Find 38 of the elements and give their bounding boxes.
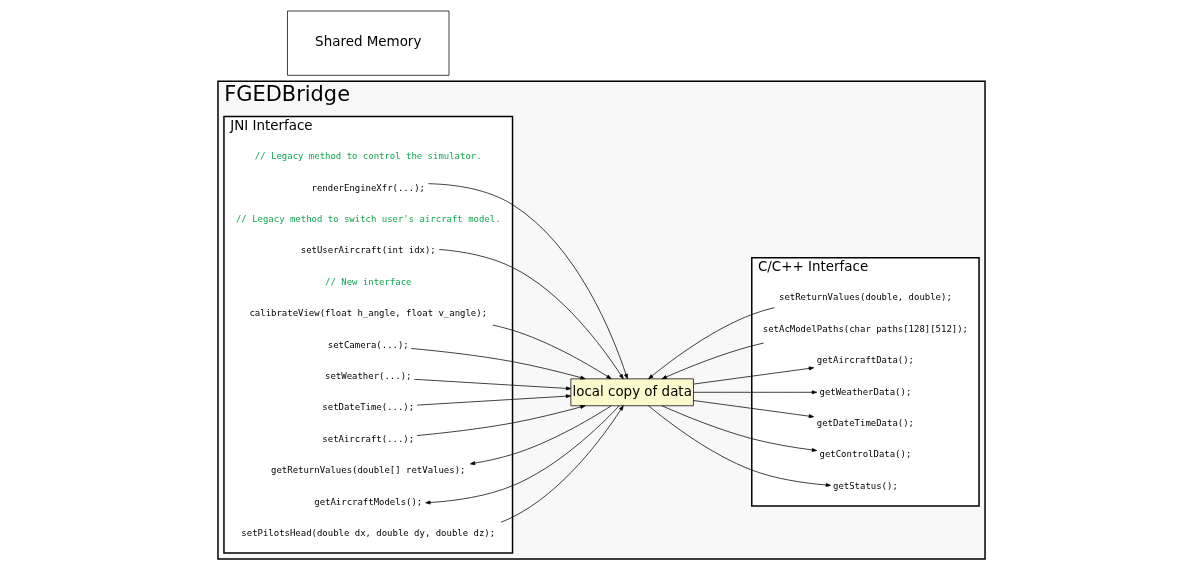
arrow	[469, 405, 612, 466]
node-text: getDateTimeData();	[816, 418, 915, 429]
arrow	[414, 378, 572, 391]
node-text: setCamera(...);	[327, 339, 409, 350]
node-text: getAircraftData();	[816, 355, 915, 366]
arrow	[500, 405, 624, 523]
arrow	[693, 366, 814, 385]
label: // Legacy method to switch user's aircraft model.	[235, 213, 501, 224]
arrow	[425, 405, 620, 505]
label: // Legacy method to control the simulator.	[254, 151, 482, 162]
node-text: getStatus();	[833, 480, 898, 491]
arrow	[648, 405, 831, 487]
arrow	[693, 390, 818, 395]
node-text: calibrateView(float h_angle, float v_angle);	[249, 308, 488, 319]
node-box: Shared Memory	[287, 10, 450, 76]
node-text: getReturnValues(double[] retValues);	[271, 465, 466, 476]
node-text: setAircraft(...);	[322, 433, 415, 444]
node-text: getAircraftModels();	[314, 496, 423, 507]
node-text: setPilotsHead(double dx, double dy, double dz);	[241, 527, 496, 538]
node-text: renderEngineXfr(...);	[311, 182, 425, 193]
arrow	[492, 324, 612, 380]
node-text: getWeatherData();	[819, 386, 912, 397]
arrow	[661, 405, 818, 452]
arrow	[648, 307, 775, 380]
label: // New interface	[325, 276, 412, 287]
arrow	[693, 400, 814, 419]
arrow	[410, 348, 586, 380]
arrow	[438, 249, 624, 380]
node-text: setUserAircraft(int idx);	[300, 245, 436, 256]
arrow	[427, 183, 628, 380]
node-text: setWeather(...);	[325, 370, 412, 381]
node-text: setReturnValues(double, double);	[779, 292, 952, 303]
node-text: setAcModelPaths(char paths[128][512]);	[762, 323, 968, 334]
arrow	[416, 394, 572, 406]
arrow	[416, 405, 586, 436]
node-text: getControlData();	[819, 449, 912, 460]
node-text: setDateTime(...);	[322, 402, 415, 413]
arrow	[661, 342, 765, 380]
